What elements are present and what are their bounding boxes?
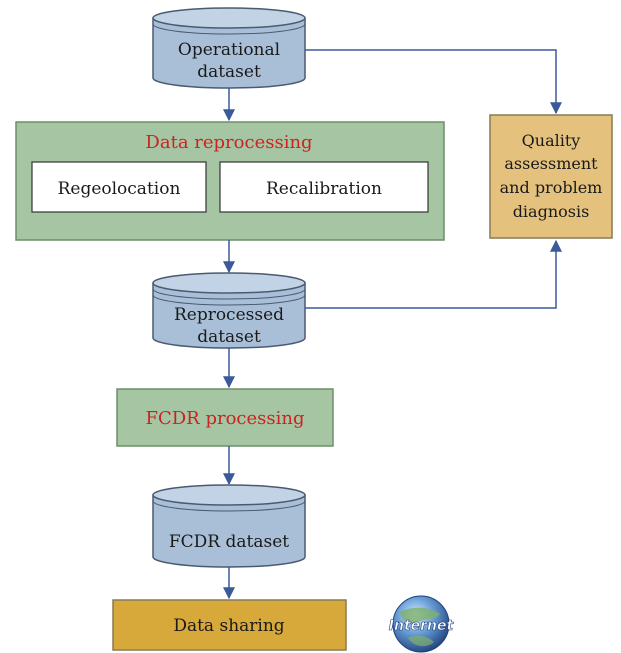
reprocessed-dataset-label-1: Reprocessed bbox=[174, 305, 284, 325]
quality-label-4: diagnosis bbox=[513, 202, 590, 221]
arrow-reprocessed-to-quality bbox=[305, 239, 562, 309]
recalibration-box bbox=[219, 161, 429, 213]
data-sharing-box: Data sharing bbox=[112, 599, 347, 651]
regeolocation-label: Regeolocation bbox=[58, 179, 181, 199]
reprocessed-dataset-cylinder: Reprocessed dataset bbox=[152, 272, 306, 349]
arrow-operational-to-quality bbox=[305, 49, 562, 115]
data-reprocessing-title: Data reprocessing bbox=[145, 132, 312, 153]
data-sharing-label: Data sharing bbox=[173, 616, 284, 636]
operational-dataset-label-1: Operational bbox=[178, 40, 280, 60]
fcdr-processing-title: FCDR processing bbox=[145, 408, 304, 429]
regeolocation-box bbox=[31, 161, 207, 213]
operational-dataset-label-2: dataset bbox=[197, 62, 261, 82]
operational-dataset-cylinder: Operational dataset bbox=[152, 7, 306, 89]
quality-assessment-box: Quality assessment and problem diagnosis bbox=[489, 114, 613, 239]
quality-label-3: and problem bbox=[500, 178, 603, 197]
recalibration-label: Recalibration bbox=[266, 179, 382, 199]
quality-label-2: assessment bbox=[504, 154, 598, 173]
reprocessed-dataset-label-2: dataset bbox=[197, 327, 261, 347]
fcdr-dataset-cylinder: FCDR dataset bbox=[152, 484, 306, 568]
fcdr-processing-box: FCDR processing bbox=[116, 388, 334, 447]
internet-logo-text: Internet bbox=[389, 618, 455, 634]
fcdr-dataset-label: FCDR dataset bbox=[169, 532, 289, 552]
quality-label-1: Quality bbox=[522, 131, 581, 150]
data-reprocessing-box: Data reprocessing Regeolocation Recalibr… bbox=[15, 121, 445, 241]
internet-globe-icon: Internet bbox=[388, 595, 455, 653]
